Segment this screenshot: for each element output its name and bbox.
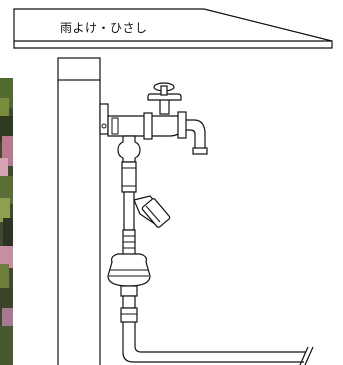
faucet-icon [107,82,208,155]
wall-post [57,57,101,365]
y-strainer [123,191,171,231]
roof-label: 雨よけ・ひさし [60,21,148,35]
garden-photo-image [0,78,13,365]
background-photo-strip [0,78,13,365]
wall-flange [99,103,109,135]
roof-canopy: 雨よけ・ひさし [13,8,333,49]
outlet-fitting [120,285,138,323]
upper-connector [117,135,141,193]
hose-pipe [122,322,314,365]
lower-connector [122,229,136,257]
filter-icon [107,253,151,287]
